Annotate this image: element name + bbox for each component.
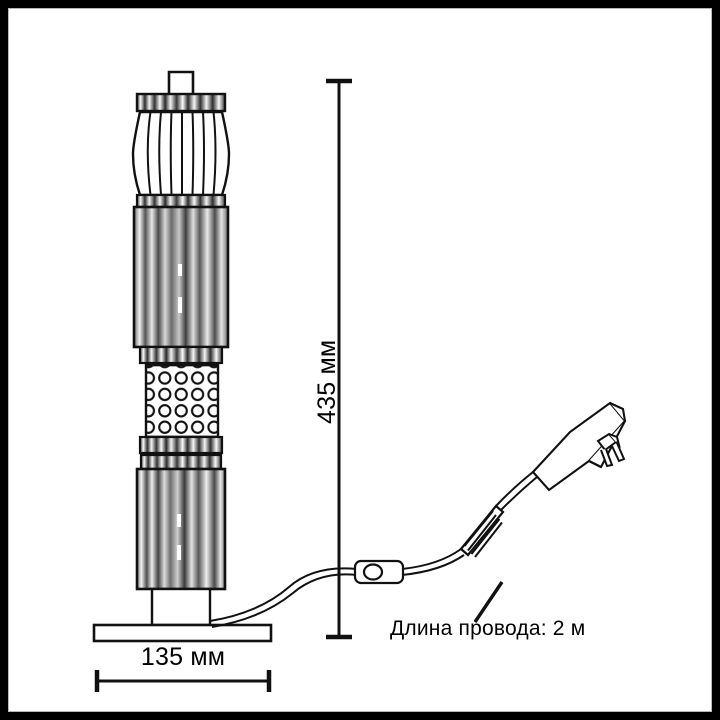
height-dimension-label: 435 мм (313, 339, 341, 424)
bubble-texture-band (144, 363, 220, 439)
cord-connector-sleeve (459, 504, 505, 558)
drawing-canvas: 135 мм 435 мм Длина провода: 2 м (8, 8, 712, 712)
lamp-figure (92, 70, 273, 643)
width-dimension-line (94, 670, 272, 692)
height-dimension-line (326, 78, 352, 640)
upper-fluted-column (131, 110, 231, 197)
top-loop-handle (167, 70, 195, 97)
power-adapter (531, 401, 627, 492)
bubble-section-lower-band (138, 435, 224, 455)
lower-fluted-column (135, 453, 227, 591)
ribbed-cap-band (135, 92, 227, 113)
bubble-section-upper-band (138, 345, 224, 365)
inline-rocker-switch[interactable] (353, 559, 405, 585)
adapter-prongs (596, 432, 626, 468)
mid-upper-fluted-cylinder (132, 205, 230, 349)
cord-label-leader-line (473, 581, 504, 623)
upper-joint-band (135, 193, 227, 209)
width-dimension-label: 135 мм (140, 643, 226, 671)
stem-neck (150, 587, 212, 627)
base-plate (92, 623, 273, 643)
technical-drawing (92, 70, 627, 692)
power-cord (209, 471, 538, 628)
cord-length-label: Длина провода: 2 м (390, 617, 586, 640)
